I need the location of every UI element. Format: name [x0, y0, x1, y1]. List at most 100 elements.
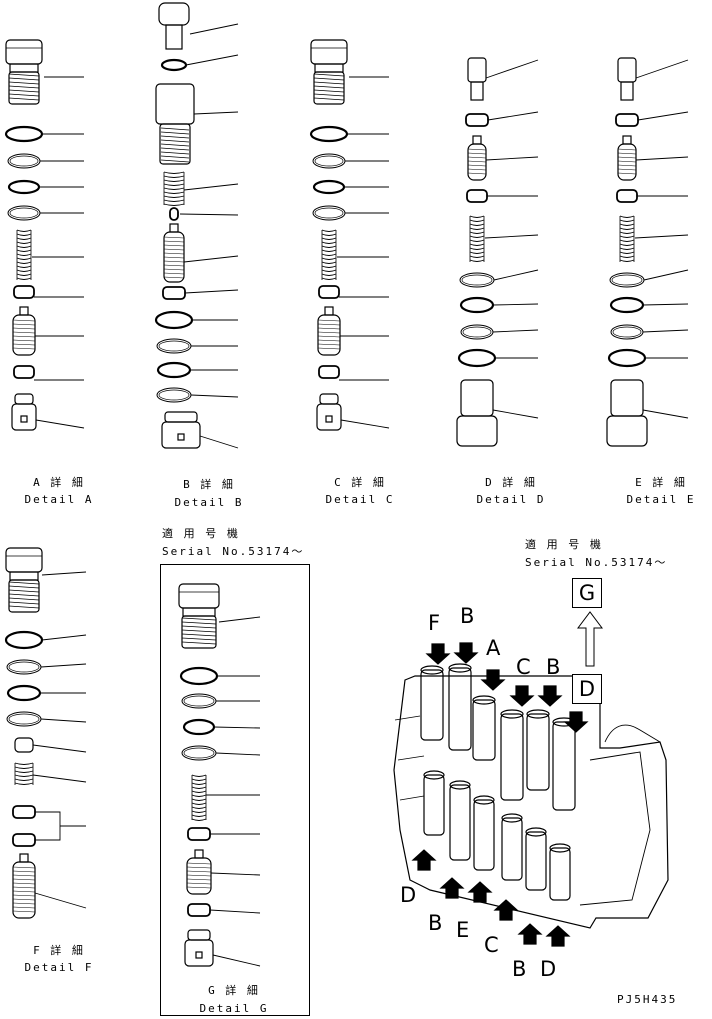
spool-stem	[194, 849, 204, 859]
leader-line	[179, 213, 239, 216]
serial-note-2-jp: 適 用 号 機	[525, 538, 603, 551]
assembly-letter-c-bottom: C	[484, 933, 499, 957]
detail-a-caption-jp: A 詳 細	[33, 476, 85, 489]
plug-body	[8, 71, 40, 105]
backup-ring	[318, 365, 340, 379]
lower-cartridge	[449, 784, 471, 861]
o-ring	[459, 296, 495, 314]
spool-stem	[472, 135, 482, 145]
backup-ring	[318, 285, 340, 299]
leader-line	[32, 744, 87, 753]
arrow-up-icon	[493, 899, 519, 921]
detail-e-caption-jp: E 詳 細	[635, 476, 687, 489]
leader-line	[492, 409, 539, 419]
valve-block-side	[579, 751, 651, 906]
spring	[163, 171, 185, 206]
leader-line	[41, 634, 87, 641]
lower-cartridge	[501, 817, 523, 881]
assembly-letter-b-bottom-2: B	[512, 957, 527, 981]
assembly-letter-d-bottom-2: D	[540, 957, 557, 981]
arrow-down-icon	[453, 642, 479, 664]
lower-cartridge	[473, 799, 495, 871]
leader-line	[485, 59, 539, 79]
assembly-letter-a: A	[486, 636, 501, 660]
spool-grooves	[317, 319, 341, 350]
assembly-letter-c-top: C	[516, 655, 531, 679]
detail-g-caption-en: Detail G	[199, 1002, 269, 1015]
upper-cartridge-top	[472, 695, 496, 705]
cartridge-stem	[470, 81, 484, 101]
spool-stem	[622, 135, 632, 145]
spool-grooves	[186, 862, 212, 889]
spool-stem	[324, 306, 334, 316]
poppet-body	[184, 939, 214, 967]
detail-g-frame	[160, 564, 310, 1016]
o-ring	[4, 125, 44, 143]
upper-cartridge-top	[420, 665, 444, 675]
arrow-up-icon	[439, 877, 465, 899]
leader-line	[485, 156, 539, 161]
check-poppet	[14, 737, 34, 753]
lower-cartridge	[549, 847, 571, 901]
o-ring	[312, 179, 346, 195]
cartridge-cap	[467, 57, 487, 83]
backup-ring	[162, 286, 186, 300]
assembly-letter-d-bottom-1: D	[400, 883, 417, 907]
detail-b-caption-jp: B 詳 細	[183, 478, 235, 491]
arrow-up-icon	[517, 923, 543, 945]
poppet-body	[11, 403, 37, 431]
o-ring-inner	[183, 747, 215, 759]
spool-grooves	[12, 319, 36, 350]
detail-f-caption-jp: F 詳 細	[33, 944, 85, 957]
upper-cartridge-top	[448, 663, 472, 673]
detail-c-caption-jp: C 詳 細	[334, 476, 386, 489]
leader-line	[190, 394, 239, 398]
upper-cartridge	[500, 713, 524, 801]
assembly-letter-b-top-1: B	[460, 604, 475, 628]
cartridge-body	[610, 379, 644, 417]
relief-thread	[159, 123, 191, 165]
lower-cartridge	[525, 831, 547, 891]
serial-note-1-en: Serial No.53174～	[162, 545, 305, 558]
o-ring-inner	[612, 326, 642, 338]
leader-line	[634, 234, 689, 239]
plug-thread	[8, 581, 40, 609]
spool-stem	[19, 306, 29, 316]
spring	[14, 762, 34, 785]
cartridge-cap	[617, 57, 637, 83]
leader-line	[492, 329, 539, 333]
o-ring-inner	[9, 155, 39, 167]
backup-ring	[465, 113, 489, 127]
detail-b-caption-en: Detail B	[174, 496, 244, 509]
o-ring	[457, 348, 497, 368]
leader-line	[340, 419, 390, 429]
lower-cartridge-top	[473, 795, 495, 805]
o-ring-inner	[9, 207, 39, 219]
leader-line	[218, 616, 261, 623]
leader-line	[41, 571, 87, 576]
leader-line	[642, 409, 689, 419]
leader-bracket	[35, 811, 86, 841]
o-ring-inner	[314, 155, 344, 167]
poppet-head	[14, 393, 34, 405]
leader-line	[210, 872, 261, 876]
leader-line	[637, 111, 689, 121]
detail-e-caption-en: Detail E	[626, 493, 696, 506]
leader-line	[32, 774, 87, 783]
leader-line	[215, 752, 261, 756]
plug-collar	[9, 571, 39, 581]
plug-body	[313, 71, 345, 105]
arrow-up-icon	[411, 849, 437, 871]
leader-line	[484, 234, 539, 239]
o-ring-inner	[158, 389, 190, 401]
leader-line	[199, 435, 239, 449]
assembly-letter-f: F	[428, 611, 441, 635]
arrow-down-icon	[425, 643, 451, 665]
adjuster-stem	[165, 24, 183, 50]
cartridge-hex	[456, 415, 498, 447]
plug-thread	[313, 73, 345, 101]
spool-grooves	[467, 148, 487, 175]
plug-collar	[9, 63, 39, 73]
plug-body	[8, 579, 40, 613]
